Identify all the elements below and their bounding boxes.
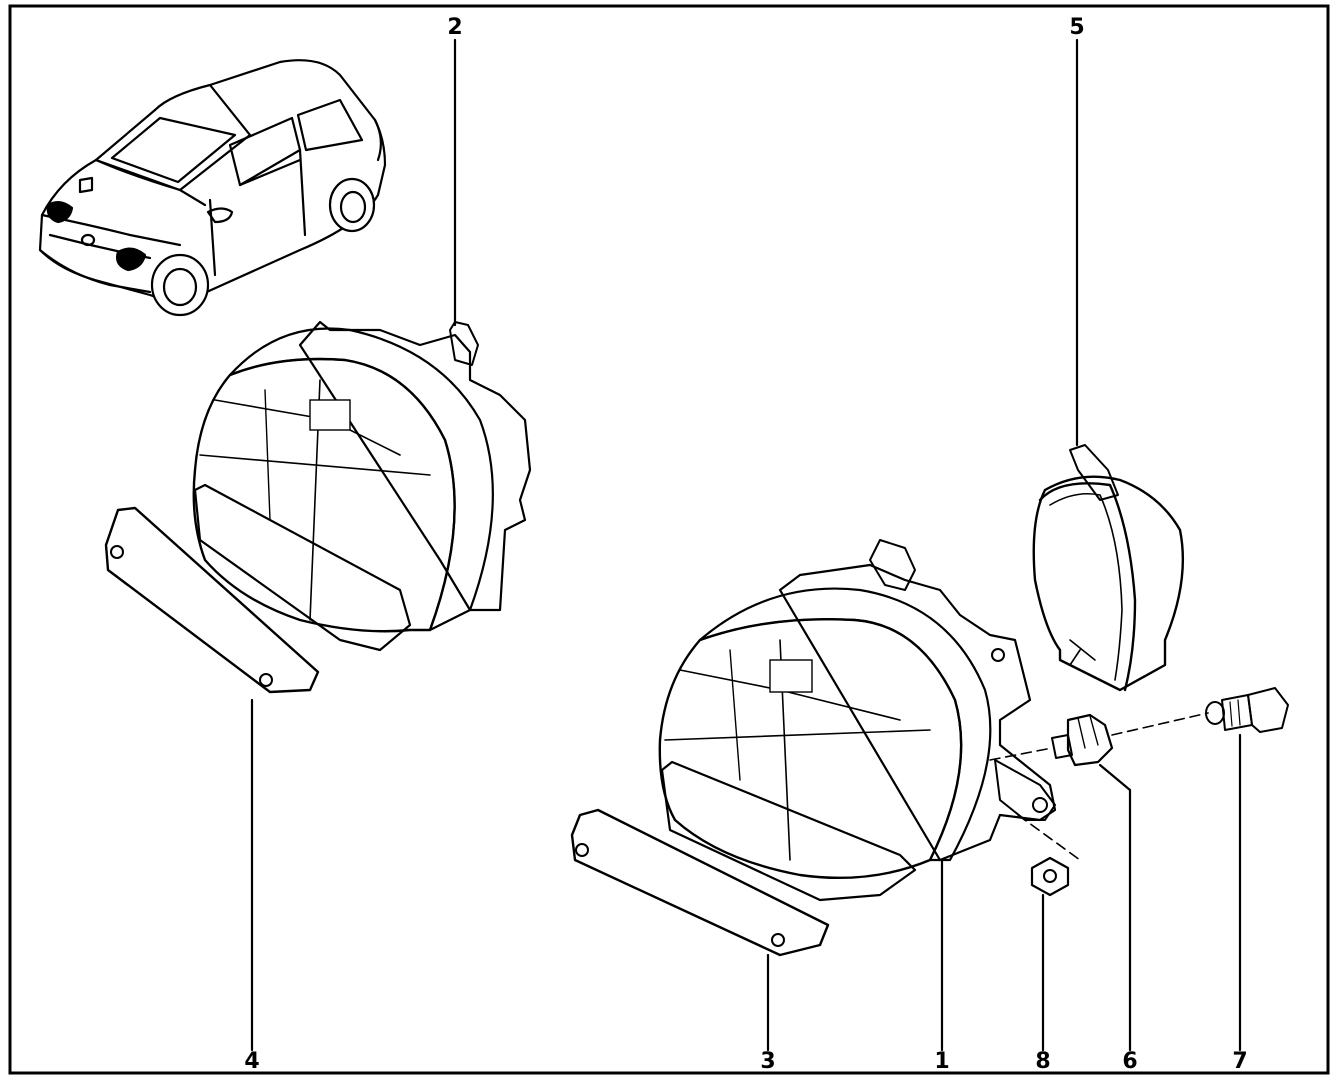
leader-lines [250,38,1242,1052]
callout-2: 2 [447,15,462,40]
callout-7: 7 [1232,1049,1247,1074]
protective-cover-icon-5 [1032,444,1185,692]
headlamp-icon-2 [192,320,532,652]
callout-5: 5 [1069,15,1084,40]
indicator-lens-icon-3 [570,808,830,957]
callout-1: 1 [934,1049,949,1074]
indicator-lens-icon-4 [104,506,320,694]
callout-3: 3 [760,1049,775,1074]
bulb-holder-icon-6 [1051,713,1114,767]
bulb-icon-7 [1205,687,1289,733]
callout-6: 6 [1122,1049,1137,1074]
car-icon [38,59,387,317]
headlamp-icon-1 [658,539,1057,902]
nut-icon-8 [1030,856,1070,897]
callout-4: 4 [244,1049,259,1074]
diagram-border [8,4,1330,1075]
assembly-lines [989,712,1209,861]
callout-8: 8 [1035,1049,1050,1074]
